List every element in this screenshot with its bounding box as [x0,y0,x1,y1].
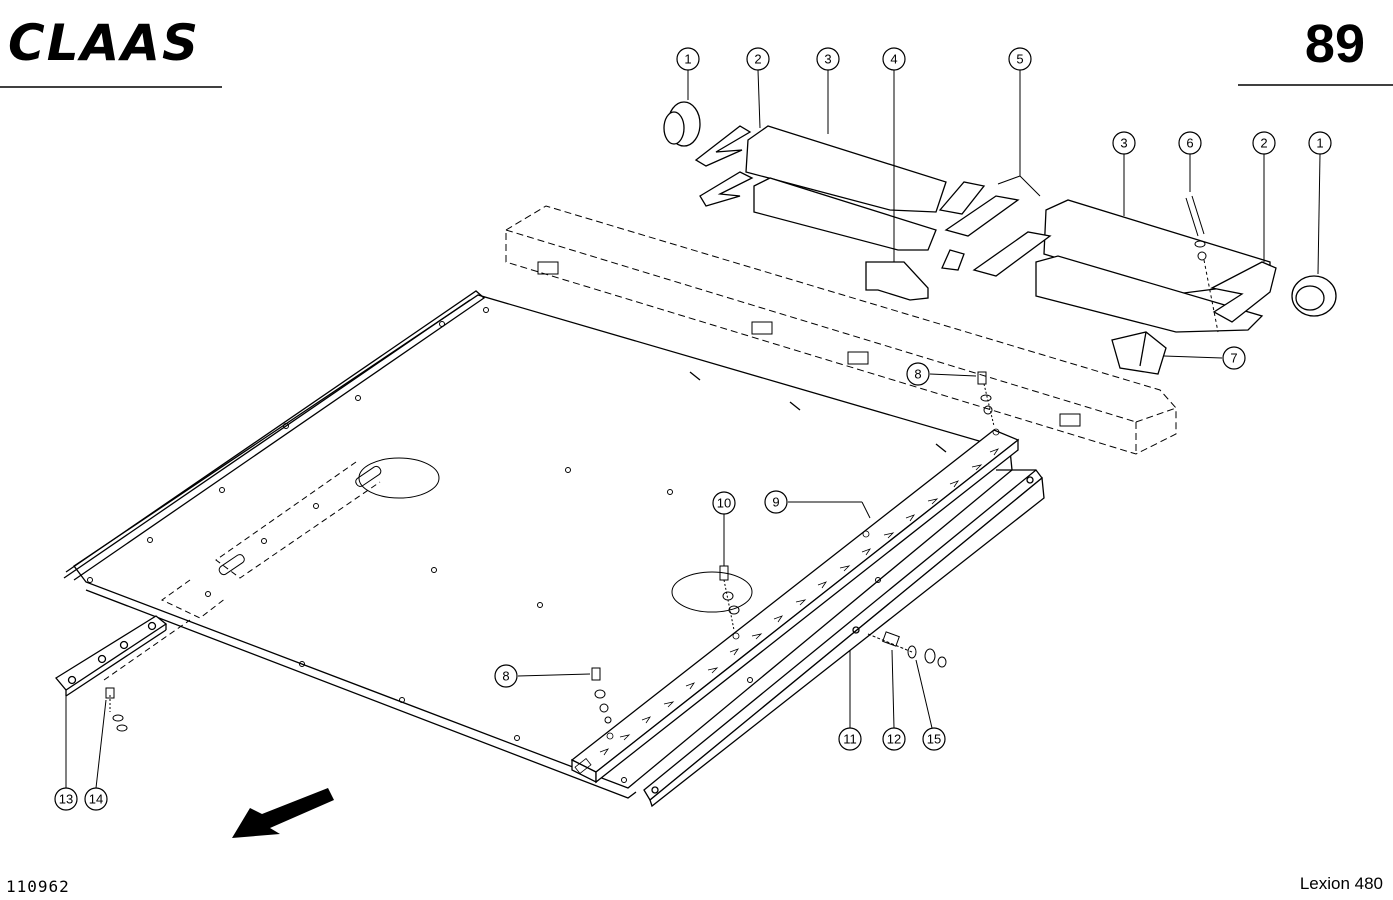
bolt-8-upper [977,371,995,427]
callout-number: 8 [914,367,921,382]
underside-strap-slots [205,465,382,597]
travel-direction-arrow [232,788,334,838]
callout-10: 10 [712,491,736,515]
callout-number: 5 [1016,52,1023,67]
callout-number: 4 [890,52,897,67]
callout-12: 12 [882,727,906,751]
upper-cover-joint [938,181,1052,277]
callout-number: 3 [824,52,831,67]
callout-number: 9 [772,495,779,510]
upper-cover-right [1035,199,1277,333]
callout-4: 4 [882,47,906,71]
callout-14: 14 [84,787,108,811]
bolt-6 [1185,195,1219,333]
callout-number: 2 [1260,136,1267,151]
callout-number: 11 [843,732,857,747]
callout-9: 9 [764,490,788,514]
dashed-housing [505,205,1177,455]
bolt-14 [105,687,128,732]
callout-11: 11 [838,727,862,751]
callout-number: 10 [717,496,731,511]
callout-5: 5 [1008,47,1032,71]
claas-logo: CLAAS [8,18,200,68]
callout-8-upper: 8 [906,362,930,386]
front-mounting-strap [55,615,168,697]
callout-1-left: 1 [676,47,700,71]
housing-pads [537,261,1081,427]
callout-3-right: 3 [1112,131,1136,155]
fasteners-12-15 [867,631,947,668]
cross-beam [570,429,1020,784]
page-number: 89 [1304,14,1365,74]
claas-logo-text: CLAAS [8,18,200,68]
plate-opening-left [358,457,440,499]
callout-15: 15 [922,727,946,751]
cross-beam-hatching [574,428,1000,775]
callout-number: 6 [1186,136,1193,151]
callout-number: 7 [1230,351,1237,366]
callout-7: 7 [1222,346,1246,370]
callout-number: 14 [89,792,103,807]
bracket-7 [1111,331,1167,375]
callout-8-lower: 8 [494,664,518,688]
side-angle-rail [643,469,1045,808]
callout-number: 13 [59,792,73,807]
callout-number: 8 [502,669,509,684]
grommet-left [663,101,701,147]
callout-2-left: 2 [746,47,770,71]
leader-lines [65,69,1321,789]
callout-3-left: 3 [816,47,840,71]
callout-6: 6 [1178,131,1202,155]
callout-number: 15 [927,732,941,747]
upper-cover-left [694,125,947,251]
plate-opening-center [671,571,753,613]
callout-2-right: 2 [1252,131,1276,155]
callout-1-right: 1 [1308,131,1332,155]
bolt-stacks [591,565,740,724]
underside-strap-dashed [103,461,381,681]
machine-model: Lexion 480 [1299,874,1383,893]
callout-number: 3 [1120,136,1127,151]
bracket-4 [865,261,929,301]
document-code: 110962 [6,877,70,896]
callout-number: 2 [754,52,761,67]
grommet-right [1291,275,1337,317]
callout-number: 1 [684,52,691,67]
callout-13: 13 [54,787,78,811]
callout-number: 1 [1316,136,1323,151]
callout-number: 12 [887,732,901,747]
